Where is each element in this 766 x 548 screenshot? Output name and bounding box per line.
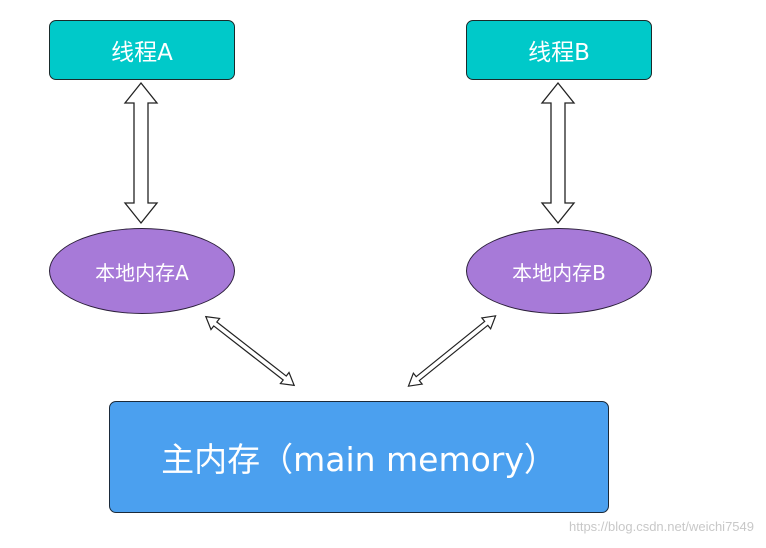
watermark: https://blog.csdn.net/weichi7549 bbox=[568, 519, 754, 534]
thread-b-node: 线程B bbox=[466, 20, 652, 80]
arrow-thread-b-local-b bbox=[540, 81, 576, 225]
arrow-local-a-main bbox=[204, 315, 296, 387]
local-memory-b-node: 本地内存B bbox=[466, 228, 652, 314]
local-memory-a-label: 本地内存A bbox=[95, 260, 189, 285]
arrow-thread-a-local-a bbox=[123, 81, 159, 225]
main-memory-node: 主内存（main memory） bbox=[109, 401, 609, 513]
thread-b-label: 线程B bbox=[528, 40, 590, 66]
thread-a-node: 线程A bbox=[49, 20, 235, 80]
thread-a-label: 线程A bbox=[111, 40, 173, 66]
main-memory-label: 主内存（main memory） bbox=[161, 440, 557, 479]
local-memory-a-node: 本地内存A bbox=[49, 228, 235, 314]
arrow-local-b-main bbox=[407, 315, 497, 387]
local-memory-b-label: 本地内存B bbox=[512, 260, 606, 285]
